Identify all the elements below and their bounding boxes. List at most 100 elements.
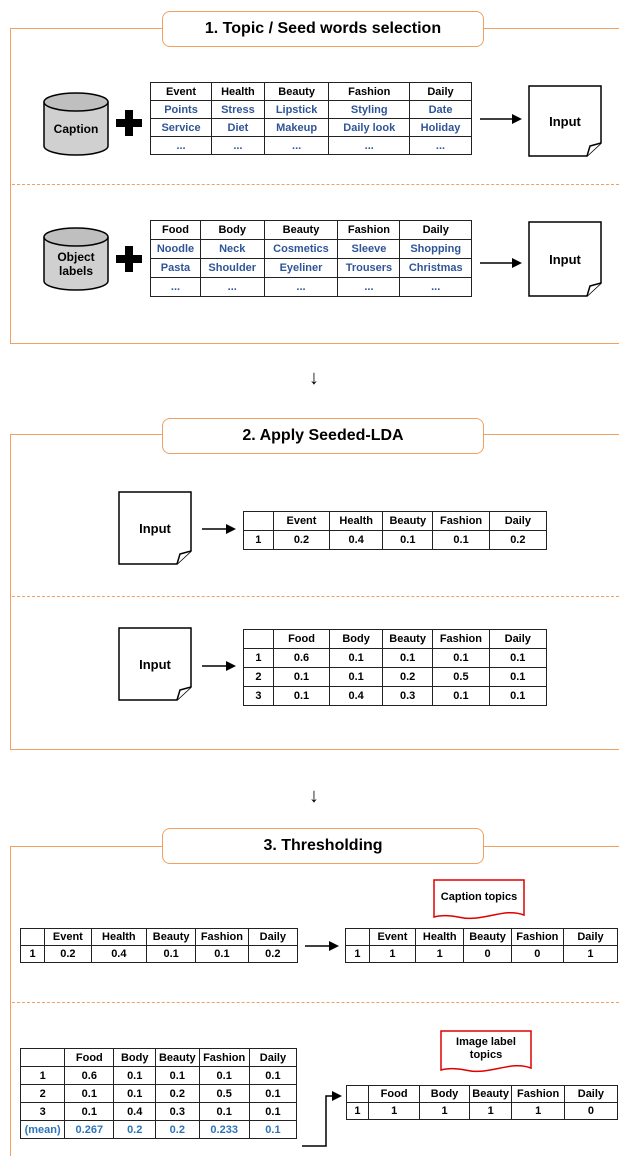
table-cell: Christmas [399, 258, 472, 278]
table-cell: 0.1 [432, 686, 490, 706]
table-cell: 0.1 [432, 530, 490, 550]
table-cell: 0.1 [113, 1084, 157, 1103]
table-cell: Diet [211, 118, 265, 137]
table-header-cell: Fashion [328, 82, 411, 101]
table-cell: Holiday [409, 118, 472, 137]
arrow-right-icon [480, 258, 522, 268]
arrow-right-icon [480, 114, 522, 124]
table-header-cell: Fashion [198, 1048, 250, 1067]
table-cell: 0.1 [198, 1102, 250, 1121]
table-header-cell: Body [199, 220, 265, 240]
table-cell: 0.1 [113, 1066, 157, 1085]
table-header-cell: Fashion [511, 1085, 565, 1103]
table-cell: 0.1 [155, 1066, 200, 1085]
table-cell: 1 [562, 945, 619, 963]
table-header-cell: Health [415, 928, 465, 946]
table-header-cell: Fashion [337, 220, 401, 240]
table-cell: 0.1 [248, 1084, 298, 1103]
table-header-cell: Daily [488, 629, 548, 649]
table-cell: 0.2 [155, 1120, 200, 1139]
table-cell: 1 [345, 945, 370, 963]
table-cell: 0.4 [329, 530, 384, 550]
table-cell: 1 [243, 530, 274, 550]
caption-topics-flag: Caption topics [433, 879, 525, 923]
table-cell: 1 [19, 1066, 66, 1085]
table-header-cell: Beauty [468, 1085, 513, 1103]
table-cell: 0 [463, 945, 512, 963]
image-label-topics-flag: Image label topics [440, 1030, 532, 1076]
table-row: ............... [149, 136, 472, 155]
table-cell: 1 [346, 1102, 369, 1120]
arrow-right-icon [202, 661, 236, 671]
table-cell: ... [263, 136, 330, 155]
table-cell: 0 [510, 945, 564, 963]
table-cell: Styling [328, 100, 411, 119]
table-cell: 0.2 [381, 667, 434, 687]
plus-icon [116, 246, 142, 272]
input-label: Input [549, 251, 581, 267]
table-header-cell: Health [211, 82, 265, 101]
table-header-cell: Beauty [263, 220, 339, 240]
table-cell: Shopping [399, 239, 472, 259]
table-header-cell: Daily [562, 928, 619, 946]
image-label-topics-label: Image label topics [456, 1036, 516, 1062]
table-cell: 0.2 [488, 530, 548, 550]
table-cell: 0.1 [64, 1084, 115, 1103]
table-cell: 0.4 [113, 1102, 157, 1121]
object-database-icon: Object labels [43, 227, 109, 291]
table-cell: 1 [367, 1102, 421, 1120]
table-cell: 0.1 [272, 667, 331, 687]
table-cell: Shoulder [199, 258, 265, 278]
table-header-cell: Daily [409, 82, 472, 101]
table-cell: 0.1 [248, 1120, 298, 1139]
table-cell: 2 [19, 1084, 66, 1103]
object-source-label: Object labels [57, 250, 95, 278]
table-cell: 1 [368, 945, 417, 963]
step1-title: 1. Topic / Seed words selection [162, 11, 484, 47]
step1-object-input-document-icon: Input [528, 221, 602, 297]
table-cell: 0.2 [155, 1084, 200, 1103]
table-cell: 1 [468, 1102, 513, 1120]
table-cell: 0.1 [248, 1102, 298, 1121]
table-header-cell: Body [329, 629, 383, 649]
table-header-cell: Body [113, 1048, 157, 1067]
table-header-cell: Beauty [263, 82, 330, 101]
table-cell: 0.2 [272, 530, 331, 550]
table-cell: Stress [211, 100, 265, 119]
table-cell: 0.1 [432, 648, 490, 668]
plus-icon [116, 110, 142, 136]
table-header-cell: Daily [563, 1085, 619, 1103]
table-header-cell: Event [149, 82, 213, 101]
table-cell: 0 [563, 1102, 619, 1120]
table-cell: Makeup [263, 118, 330, 137]
table-header-cell: Beauty [146, 928, 197, 946]
input-label: Input [549, 113, 581, 129]
table-cell: ... [409, 136, 472, 155]
table-header-cell: Fashion [432, 629, 490, 649]
input-label: Input [139, 520, 171, 536]
table-header-cell [243, 629, 274, 649]
table-cell: ... [149, 136, 213, 155]
table-header-cell: Food [272, 629, 331, 649]
step3-divider [12, 1002, 619, 1003]
table-header-cell [345, 928, 370, 946]
table-cell: 3 [19, 1102, 66, 1121]
step3-title: 3. Thresholding [162, 828, 484, 864]
table-cell: Noodle [150, 239, 201, 259]
step1-divider [12, 184, 619, 185]
